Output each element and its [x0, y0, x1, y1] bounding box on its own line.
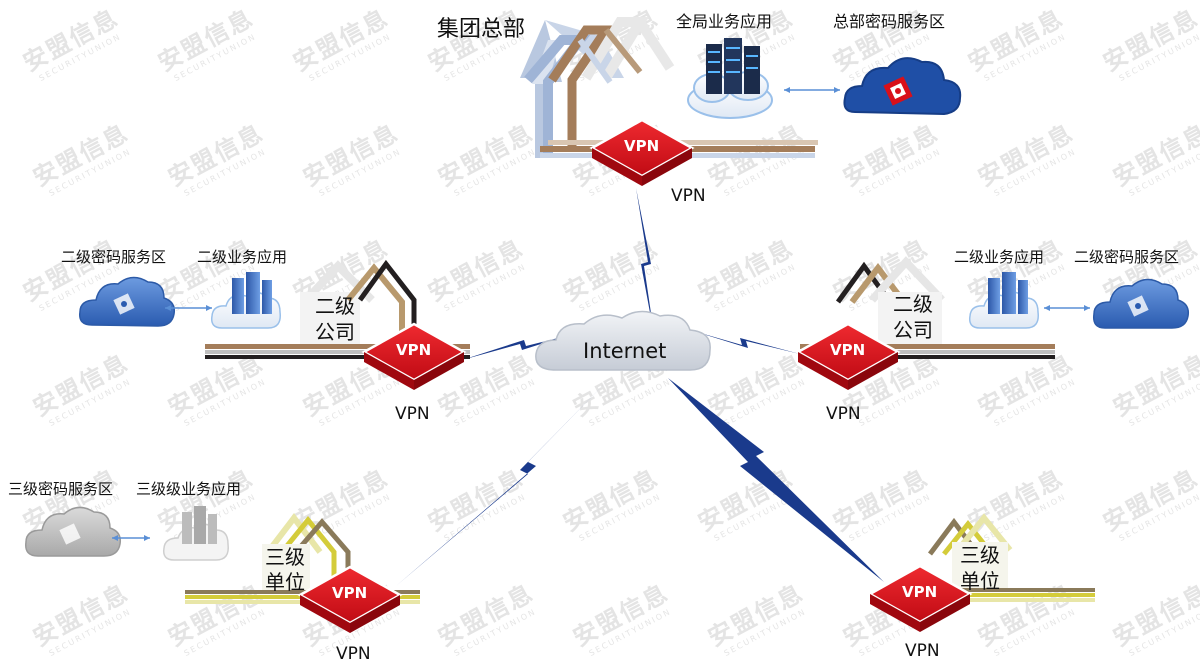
link-right2-internet [690, 330, 800, 354]
left2-app-label: 二级业务应用 [197, 248, 288, 266]
right2-building [800, 256, 1055, 359]
hq-link-arrow [784, 87, 840, 93]
vpn-text-left3: VPN [332, 584, 368, 602]
left3-vpn-label: VPN [336, 644, 371, 664]
left2-company-line2: 公司 [315, 320, 355, 344]
right3-unit-line2: 单位 [960, 569, 1000, 593]
vpn-text-left2: VPN [396, 341, 432, 359]
vpn-device-right2 [795, 322, 901, 390]
vpn-text-right3: VPN [902, 583, 938, 601]
right3-building [880, 513, 1095, 602]
hq-vpn-label: VPN [671, 186, 706, 206]
left3-unit-line1: 三级 [265, 545, 305, 569]
internet-label: Internet [583, 339, 667, 363]
hq-app-servers [687, 38, 773, 119]
vpn-text-hq: VPN [624, 137, 660, 155]
left2-link-arrow [165, 305, 212, 311]
right2-crypto-cloud [1092, 278, 1190, 329]
hq-app-label: 全局业务应用 [676, 12, 773, 31]
vpn-device-left2 [361, 322, 467, 390]
hq-crypto-label: 总部密码服务区 [833, 12, 946, 31]
right2-app-servers [968, 272, 1039, 329]
internet-cloud [535, 310, 711, 371]
vpn-device-right3 [867, 564, 973, 632]
left3-crypto-label: 三级密码服务区 [8, 480, 114, 498]
vpn-device-left3 [297, 565, 403, 633]
link-right3-internet [668, 378, 884, 582]
left2-app-servers [210, 272, 281, 329]
left2-crypto-cloud [79, 276, 176, 327]
right3-vpn-label: VPN [905, 641, 940, 661]
right2-app-label: 二级业务应用 [954, 248, 1045, 266]
left3-app-label: 三级级业务应用 [136, 480, 242, 498]
hq-title: 集团总部 [437, 17, 526, 42]
right2-company-line1: 二级 [893, 292, 933, 316]
link-hq-internet [636, 188, 655, 340]
left3-unit-line2: 单位 [265, 570, 305, 594]
vpn-text-right2: VPN [830, 341, 866, 359]
left3-crypto-cloud [25, 506, 122, 557]
left3-link-arrow [112, 535, 150, 541]
hq-crypto-cloud [843, 57, 962, 116]
right2-crypto-label: 二级密码服务区 [1074, 248, 1180, 266]
right2-vpn-label: VPN [826, 404, 861, 424]
right3-unit-line1: 三级 [960, 543, 1000, 567]
left2-company-line1: 二级 [315, 294, 355, 318]
left2-building [205, 259, 470, 359]
left2-vpn-label: VPN [395, 404, 430, 424]
left2-crypto-label: 二级密码服务区 [61, 248, 167, 266]
right2-company-line2: 公司 [893, 318, 933, 342]
vpn-device-hq [589, 118, 695, 186]
right2-link-arrow [1044, 305, 1090, 311]
left3-app-servers [162, 506, 229, 561]
